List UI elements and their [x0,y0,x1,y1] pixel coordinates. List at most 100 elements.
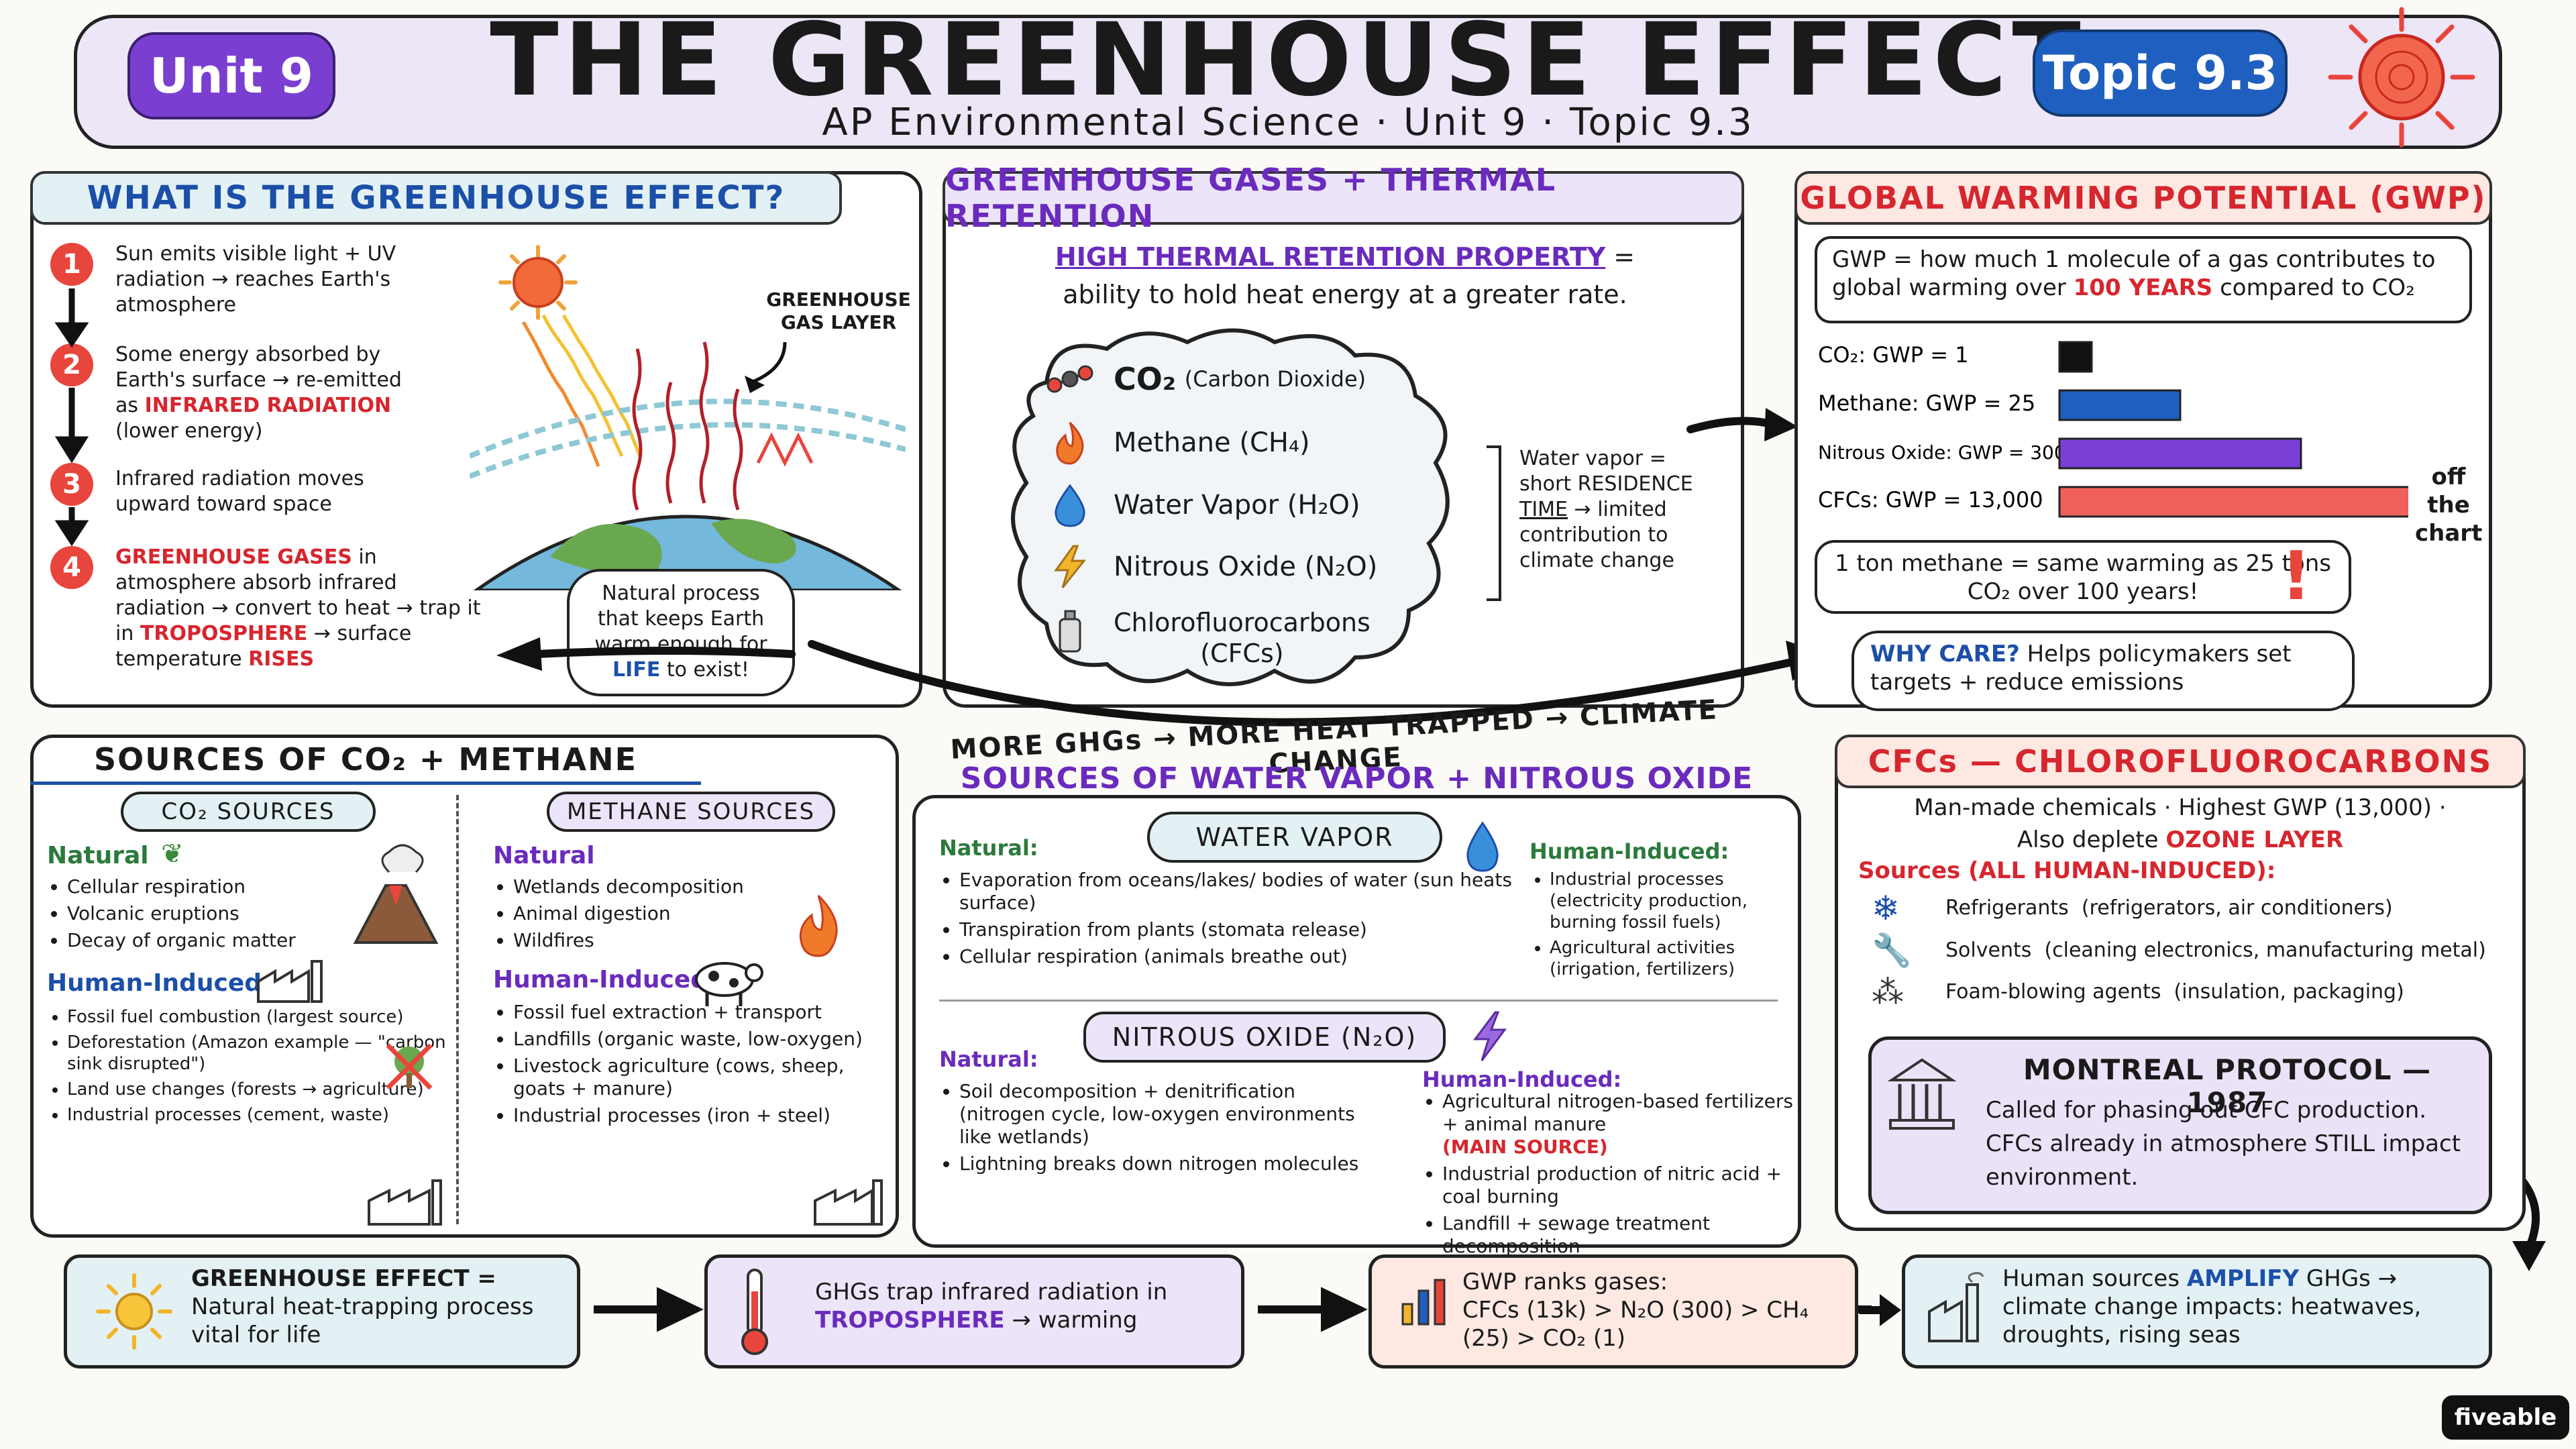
methane-sources-tag: METHANE SOURCES [547,792,835,832]
column-divider [456,795,459,1224]
cow-icon [695,962,763,1006]
gases-heading: GREENHOUSE GASES + THERMAL RETENTION [943,162,1744,234]
cfcs-sources-title: Sources (ALL HUMAN-INDUCED): [1858,857,2276,884]
off-chart-note: off the chart [2415,464,2483,547]
gwp-bar-label: CO₂: GWP = 1 [1818,342,1969,368]
step-4-text: GREENHOUSE GASES in atmosphere absorb in… [115,545,481,671]
topic-badge-label: Topic 9.3 [2042,46,2278,101]
what-is-heading: WHAT IS THE GREENHOUSE EFFECT? [30,171,842,225]
molecule-icon [1046,365,1093,393]
step-arrows [54,288,89,547]
droplet-icon [1466,821,1499,872]
why-care-bubble: WHY CARE? Helps policymakers set targets… [1851,631,2355,711]
sun-icon [2328,7,2475,148]
fiveable-logo: fiveable [2442,1395,2569,1440]
cfc-source-refrigerants: ❄ Refrigerants (refrigerators, air condi… [1872,889,2393,928]
wrench-icon: 🔧 [1872,932,1912,969]
montreal-protocol-box [1868,1036,2492,1214]
gwp-bar [2058,486,2408,518]
gas-layer-label: GREENHOUSE GAS LAYER [766,288,911,333]
cfc-source-foam: ⁂ Foam-blowing agents (insulation, packa… [1872,973,2404,1011]
summary-arrows [594,1287,1872,1332]
vapor-bracket [1487,445,1501,601]
wv-natural-list: Evaporation from oceans/lakes/ bodies of… [939,869,1516,972]
wv-natural-label: Natural: [939,835,1038,861]
cfcs-heading: CFCs — CHLOROFLUOROCARBONS [1835,735,2526,788]
n2o-human-list: Agricultural nitrogen-based fertilizers … [1422,1090,1798,1262]
page-title: THE GREENHOUSE EFFECT [490,2,2086,119]
industry-icon [814,1179,883,1226]
gas-co2: CO₂ (Carbon Dioxide) [1046,356,1366,402]
gas-methane: Methane (CH₄) [1046,419,1310,466]
co2-human-label: Human-Induced [47,969,262,997]
lightning-icon [1473,1011,1507,1061]
sun-icon [96,1273,172,1350]
nitrous-oxide-tag: NITROUS OXIDE (N₂O) [1083,1012,1446,1063]
gwp-bar-label: Nitrous Oxide: GWP = 300 [1818,441,2066,464]
summary-box-2 [704,1254,1244,1368]
unit-badge: Unit 9 [127,32,335,119]
co2-human-list: Fossil fuel combustion (largest source)D… [47,1006,456,1130]
water-n2o-heading: SOURCES OF WATER VAPOR + NITROUS OXIDE [960,761,1754,796]
gwp-bar [2058,341,2093,373]
water-vapor-tag: WATER VAPOR [1147,812,1442,863]
methane-human-label: Human-Induced [493,966,708,994]
n2o-natural-list: Soil decomposition + denitrification (ni… [939,1080,1382,1179]
summary-box-4 [1902,1254,2492,1368]
summary-text-1: GREENHOUSE EFFECT =Natural heat-trapping… [191,1265,534,1348]
topic-badge: Topic 9.3 [2033,30,2288,117]
methane-natural-label: Natural [493,842,595,869]
step-2-badge: 2 [50,343,93,386]
step-1-badge: 1 [50,243,93,286]
cfc-source-solvents: 🔧 Solvents (cleaning electronics, manufa… [1872,932,2486,969]
gas-water-vapor: Water Vapor (H₂O) [1046,482,1360,529]
step-3-badge: 3 [50,463,93,506]
gwp-bar-label: CFCs: GWP = 13,000 [1818,487,2043,513]
summary-arrow-3 [1860,1294,1901,1326]
factory-icon [1928,1272,1984,1342]
government-building-icon [1887,1058,1957,1130]
cfcs-heading-text: CFCs — CHLOROFLUOROCARBONS [1868,743,2493,780]
co2-methane-heading: SOURCES OF CO₂ + METHANE [30,741,701,785]
gwp-bar-chart: CO₂: GWP = 1 Methane: GWP = 25 Nitrous Oxi… [1818,341,2408,518]
exclamation-icon: ! [2281,537,2312,615]
snowflake-icon: ❄ [1872,889,1900,928]
unit-badge-label: Unit 9 [150,48,313,104]
methane-human-list: Fossil fuel extraction + transportLandfi… [493,1001,869,1131]
co2-natural-list: Cellular respirationVolcanic eruptionsDe… [47,875,362,956]
methane-natural-list: Wetlands decompositionAnimal digestionWi… [493,875,842,956]
droplet-icon [1055,484,1085,527]
co2-natural-label: Natural [47,842,149,869]
page-subtitle: AP Environmental Science · Unit 9 · Topi… [822,101,1754,144]
co2-sources-tag: CO₂ SOURCES [121,792,376,832]
gwp-bar-label: Methane: GWP = 25 [1818,390,2035,416]
gas-cloud [1011,328,1450,686]
greenhouse-illustration [470,245,906,590]
montreal-text: Called for phasing out CFC production. C… [1986,1097,2461,1191]
summary-text-2: GHGs trap infrared radiation in TROPOSPH… [815,1279,1168,1334]
step-4-badge: 4 [50,546,93,589]
wv-human-label: Human-Induced: [1529,839,1729,864]
lightning-icon [1054,545,1087,588]
industry-icon [368,1179,442,1226]
cfcs-intro: Man-made chemicals · Highest GWP (13,000… [1914,794,2447,853]
n2o-natural-label: Natural: [939,1046,1038,1072]
summary-text-3: GWP ranks gases:CFCs (13k) > N₂O (300) >… [1462,1269,1809,1352]
gwp-definition: GWP = how much 1 molecule of a gas contr… [1815,236,2472,323]
gwp-bar [2058,437,2302,470]
n2o-human-label: Human-Induced: [1422,1067,1622,1092]
thermal-property: HIGH THERMAL RETENTION PROPERTY =ability… [1055,242,1635,309]
volcano-icon [353,844,439,944]
leaf-icon: ❦ [161,839,184,869]
factory-icon [257,960,323,1003]
gas-nitrous-oxide: Nitrous Oxide (N₂O) [1046,543,1377,590]
methane-fact-box: 1 ton methane = same warming as 25 tons … [1815,540,2351,614]
step-1-text: Sun emits visible light + UV radiation →… [115,242,396,317]
wv-human-list: Industrial processes (electricity produc… [1529,869,1794,984]
gas-cfcs: Chlorofluorocarbons(CFCs) [1046,607,1371,669]
gases-heading-text: GREENHOUSE GASES + THERMAL RETENTION [945,162,1557,234]
step-3-text: Infrared radiation moves upward toward s… [115,467,364,516]
section-divider [939,1000,1778,1002]
montreal-title: MONTREAL PROTOCOL — 1987 [2023,1053,2432,1119]
